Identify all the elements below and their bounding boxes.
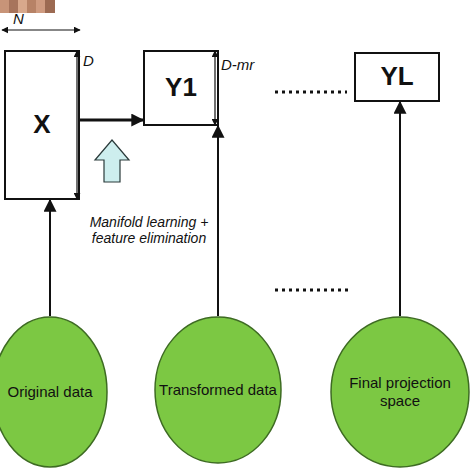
face-thumbnail xyxy=(36,0,45,13)
node-text: Transformed data xyxy=(159,381,277,399)
data-circle: Original data xyxy=(0,316,108,468)
flow-arrow xyxy=(49,200,51,316)
node-text: Final projection space xyxy=(338,374,462,410)
matrix-box: Y1 xyxy=(143,50,219,126)
data-circle: Final projection space xyxy=(330,316,470,468)
node-text: Original data xyxy=(7,383,92,401)
continuation-dots xyxy=(275,91,347,94)
face-thumbnail xyxy=(45,0,55,13)
face-thumbnails xyxy=(0,0,55,13)
node-text: X xyxy=(33,109,50,140)
face-thumbnail xyxy=(27,0,36,13)
flow-arrow xyxy=(217,126,219,316)
dimension-label: N xyxy=(13,10,33,27)
matrix-box: YL xyxy=(354,52,440,102)
dimension-label: D-mr xyxy=(221,56,271,73)
dimension-label: D xyxy=(83,52,103,69)
continuation-dots xyxy=(275,289,350,292)
flow-arrow xyxy=(80,119,143,122)
data-circle: Transformed data xyxy=(154,316,282,464)
face-thumbnail xyxy=(0,0,9,13)
matrix-box: X xyxy=(4,50,80,200)
width-dimension xyxy=(2,29,80,30)
node-text: Y1 xyxy=(165,72,197,103)
circle-shape xyxy=(0,317,107,467)
flow-arrow xyxy=(399,102,401,316)
circle-shape xyxy=(331,317,469,467)
circle-shape xyxy=(155,317,281,463)
process-note: Manifold learning + feature elimination xyxy=(78,214,220,246)
process-arrow xyxy=(95,140,129,182)
node-text: YL xyxy=(380,61,413,92)
